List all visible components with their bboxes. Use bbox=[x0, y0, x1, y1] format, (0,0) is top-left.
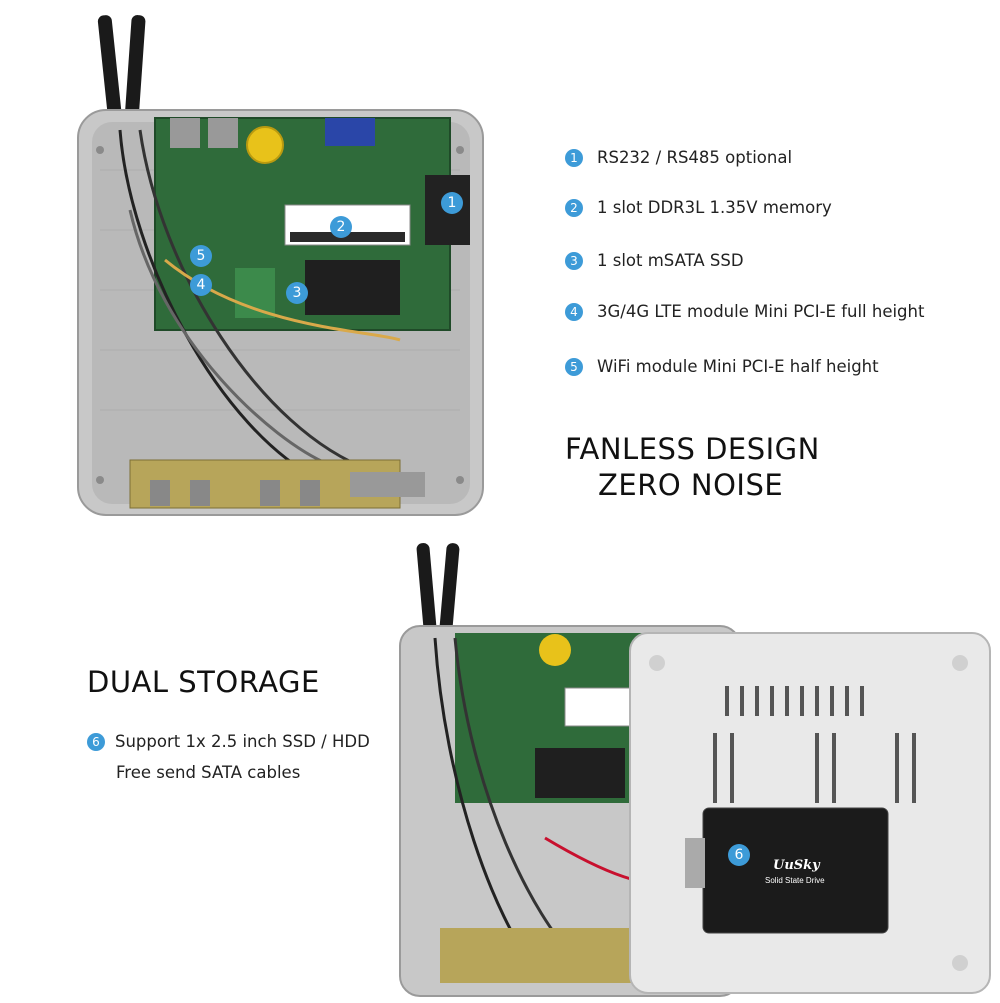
feature-item: 3 1 slot mSATA SSD bbox=[565, 251, 744, 270]
bottom-product-photo: UuSky Solid State Drive bbox=[395, 538, 995, 998]
number-badge: 5 bbox=[565, 357, 583, 376]
headline-zero-noise: ZERO NOISE bbox=[598, 468, 784, 502]
feature-text: WiFi module Mini PCI-E half height bbox=[597, 357, 879, 376]
top-product-photo bbox=[70, 10, 490, 520]
storage-item: 6 Support 1x 2.5 inch SSD / HDD bbox=[87, 732, 370, 751]
feature-text: RS232 / RS485 optional bbox=[597, 148, 793, 167]
callout-1: 1 bbox=[441, 192, 463, 214]
feature-item: 4 3G/4G LTE module Mini PCI-E full heigh… bbox=[565, 302, 924, 321]
ssd-label: Solid State Drive bbox=[765, 876, 825, 885]
number-badge: 6 bbox=[87, 732, 105, 751]
antenna-icon bbox=[97, 15, 146, 135]
feature-text: 1 slot DDR3L 1.35V memory bbox=[597, 198, 832, 217]
callout-4: 4 bbox=[190, 274, 212, 296]
number-badge: 1 bbox=[565, 148, 583, 167]
storage-subtext: Free send SATA cables bbox=[116, 763, 301, 782]
ssd-brand: UuSky bbox=[773, 858, 820, 873]
callout-6: 6 bbox=[728, 844, 750, 866]
feature-item: 2 1 slot DDR3L 1.35V memory bbox=[565, 198, 832, 217]
feature-text: 1 slot mSATA SSD bbox=[597, 251, 744, 270]
feature-item: 5 WiFi module Mini PCI-E half height bbox=[565, 357, 879, 376]
feature-text: 3G/4G LTE module Mini PCI-E full height bbox=[597, 302, 925, 321]
callout-2: 2 bbox=[330, 216, 352, 238]
headline-fanless: FANLESS DESIGN bbox=[565, 432, 820, 466]
antenna-icon bbox=[416, 543, 460, 638]
callout-5: 5 bbox=[190, 245, 212, 267]
callout-3: 3 bbox=[286, 282, 308, 304]
number-badge: 4 bbox=[565, 302, 583, 321]
feature-item: 1 RS232 / RS485 optional bbox=[565, 148, 792, 167]
number-badge: 3 bbox=[565, 251, 583, 270]
headline-dual-storage: DUAL STORAGE bbox=[87, 665, 320, 699]
number-badge: 2 bbox=[565, 198, 583, 217]
storage-text: Support 1x 2.5 inch SSD / HDD bbox=[115, 732, 370, 751]
